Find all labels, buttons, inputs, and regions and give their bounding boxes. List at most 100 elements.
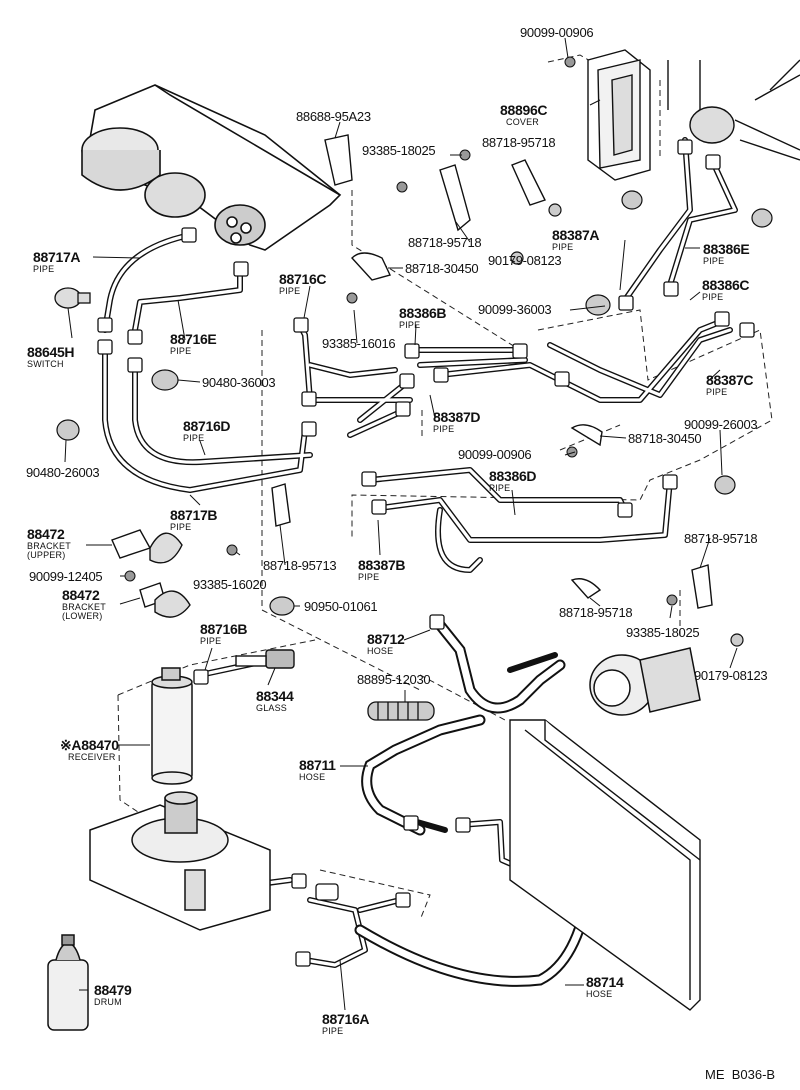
part-name: PIPE [170,522,192,532]
part-label: 88718-95718 [559,605,633,620]
part-number: 88716E [170,331,217,347]
part-name: BRACKET (UPPER) [27,541,71,560]
part-name: HOSE [299,772,326,782]
part-name: SWITCH [27,359,64,369]
part-label: 88716D PIPE [183,418,231,443]
part-name: PIPE [200,636,222,646]
part-label: 93385-16016 [322,336,396,351]
sight-glass-shape [235,649,295,669]
part-name: PIPE [433,424,455,434]
part-name: PIPE [183,433,205,443]
part-number: 90480-26003 [26,465,100,480]
hose-piece [367,701,435,721]
part-name: PIPE [706,387,728,397]
part-name: BRACKET (LOWER) [62,602,106,621]
part-label: 88711 HOSE [299,758,336,782]
part-number: 90179-08123 [694,668,768,683]
part-number: 93385-16016 [322,336,396,351]
part-number: 88472 [62,587,100,603]
part-number: 88688-95A23 [296,109,371,124]
part-number: ※A88470 [60,737,119,753]
part-label: 90099-00906 [458,447,532,462]
part-label: 88344 GLASS [256,689,294,713]
part-name: GLASS [256,703,288,713]
part-number: 88387B [358,557,406,573]
part-name: PIPE [399,320,421,330]
part-name: PIPE [552,242,574,252]
part-name: HOSE [586,989,613,999]
part-number: 88718-30450 [628,431,702,446]
part-label: 88895-12030 [357,673,431,686]
part-number: 93385-18025 [362,143,436,158]
part-label: 90099-00906 [520,26,594,39]
receiver-mark: ※A [60,737,82,753]
part-label: 88386B PIPE [399,305,447,330]
part-label: 90480-26003 [26,465,100,480]
part-number: 88718-95718 [482,135,556,150]
part-number: 88386D [489,468,537,484]
part-number: 88717A [33,249,81,265]
part-number: 90480-36003 [202,375,276,390]
part-label: 88716B PIPE [200,622,248,646]
part-label: 90099-26003 [684,418,758,431]
part-label: 88387B PIPE [358,557,406,582]
part-number: 90179-08123 [488,253,562,268]
part-name: PIPE [322,1026,344,1036]
part-label: 90179-08123 [694,668,768,683]
part-label: 93385-16020 [193,577,267,592]
part-label: 88386C PIPE [702,278,750,302]
part-number: 88716A [322,1011,370,1027]
part-number: 88387D [433,409,481,425]
part-label: 88718-95713 [263,558,337,573]
compressor-shape [589,647,701,716]
part-label: 88718-95718 [684,531,758,546]
part-name: RECEIVER [68,752,116,762]
part-name: PIPE [703,256,725,266]
part-number: 93385-18025 [626,625,700,640]
part-number: 88386E [703,241,750,257]
bolts [124,56,678,606]
compressor-block [89,791,271,931]
part-label: 93385-18025 [362,143,436,158]
part-number: 88718-30450 [405,261,479,276]
receiver-shape [151,667,193,785]
part-number: 88711 [299,757,336,773]
part-name: PIPE [279,286,301,296]
part-label: 90179-08123 [488,253,562,268]
part-name: PIPE [358,572,380,582]
part-number: 88387A [552,227,600,243]
part-label: ※A88470 RECEIVER [60,738,119,762]
part-label: 88716C PIPE [279,272,327,296]
evaporator-unit [81,84,342,251]
part-number: 93385-16020 [193,577,267,592]
part-label: 90950-01061 [304,600,378,613]
part-number: 90099-36003 [478,302,552,317]
part-number: 88718-95718 [559,605,633,620]
part-number: 90099-00906 [458,447,532,462]
part-label: 88718-30450 [405,261,479,276]
part-number: 88712 [367,631,405,647]
drum-shape [47,934,89,1031]
part-number: 88386B [399,305,447,321]
part-number: 88718-95713 [263,558,337,573]
part-label: 88716E PIPE [170,331,217,356]
part-label: 88688-95A23 [296,110,371,123]
part-number: 88718-95718 [684,531,758,546]
grommets [56,190,773,647]
expansion-valve [667,59,800,161]
part-label: 90099-36003 [478,302,552,317]
part-label: 88718-95718 [408,236,482,249]
part-label: 88387C PIPE [706,372,754,397]
condenser-shape [509,719,701,1011]
part-number: 88716D [183,418,231,434]
part-name: DRUM [94,997,122,1007]
part-label: 88712 HOSE [367,631,405,656]
part-label: 88896C COVER [500,103,548,127]
part-number: 88387C [706,372,754,388]
part-number: 88479 [94,982,132,998]
part-name: PIPE [702,292,724,302]
part-number: 90099-12405 [29,569,103,584]
part-label: 90099-12405 [29,569,103,584]
part-name: PIPE [170,346,192,356]
